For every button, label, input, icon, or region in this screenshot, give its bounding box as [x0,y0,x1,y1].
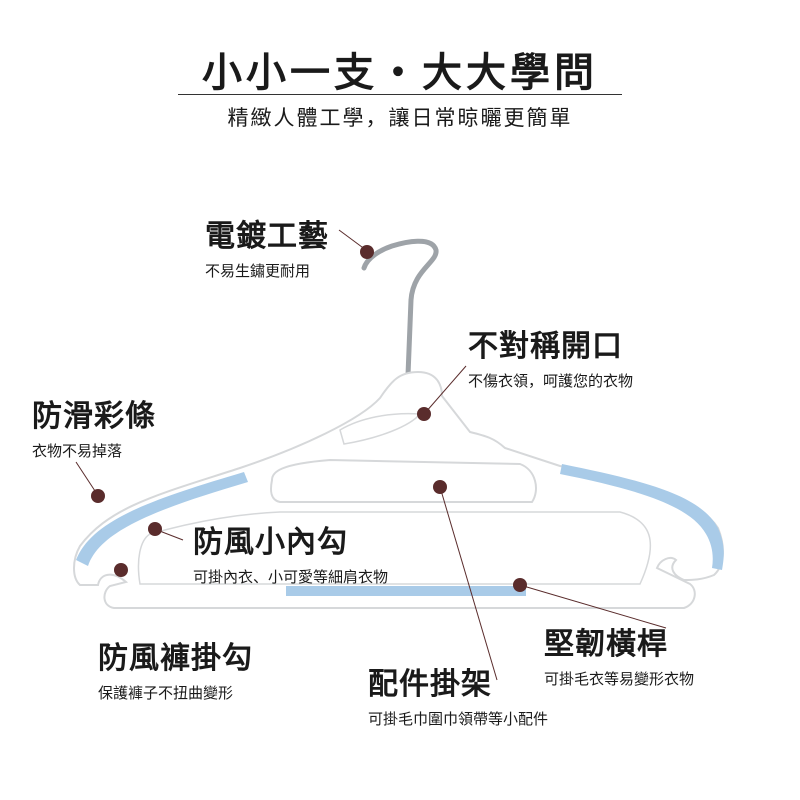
marker-asymmetric [417,407,431,421]
leader-plating [338,229,367,251]
feature-title: 配件掛架 [368,667,492,702]
feature-antislip: 防滑彩條 衣物不易掉落 [32,398,156,462]
hanger-hook [361,238,439,378]
feature-title: 防風褲掛勾 [98,641,253,676]
feature-plating: 電鍍工藝 不易生鏽更耐用 [205,218,329,282]
feature-desc: 保護褲子不扭曲變形 [98,684,234,702]
feature-accessory: 配件掛架 可掛毛巾圍巾領帶等小配件 [368,666,548,730]
feature-desc: 不傷衣領，呵護您的衣物 [468,372,634,390]
marker-innerhook [148,522,162,536]
grip-stripe-right [560,464,724,570]
feature-desc: 可掛毛衣等易變形衣物 [544,670,695,688]
page-subtitle: 精緻人體工學，讓日常晾曬更簡單 [227,106,573,130]
feature-title: 不對稱開口 [468,329,623,364]
page-title: 小小一支・大大學問 [202,49,598,96]
marker-crossbar [513,578,527,592]
feature-asymmetric: 不對稱開口 不傷衣領，呵護您的衣物 [468,328,633,392]
marker-plating [360,245,374,259]
feature-innerhook: 防風小內勾 可掛內衣、小可愛等細肩衣物 [193,524,388,588]
marker-pantshook [114,563,128,577]
feature-pantshook: 防風褲掛勾 保護褲子不扭曲變形 [98,640,253,704]
feature-desc: 可掛毛巾圍巾領帶等小配件 [368,710,549,728]
feature-title: 防滑彩條 [32,399,156,434]
grip-stripe-left [76,472,248,566]
feature-title: 堅韌橫桿 [544,627,668,662]
feature-desc: 衣物不易掉落 [32,442,123,460]
leader-antislip [75,461,98,495]
marker-accessory [433,480,447,494]
leader-crossbar [519,584,667,629]
feature-desc: 不易生鏽更耐用 [205,262,311,280]
hanger-inner-opening [270,458,537,503]
feature-crossbar: 堅韌橫桿 可掛毛衣等易變形衣物 [544,626,694,690]
title-divider [178,94,622,95]
feature-title: 防風小內勾 [193,525,348,560]
feature-desc: 可掛內衣、小可愛等細肩衣物 [193,568,389,586]
hanger-crossbar [137,511,652,585]
leader-asymmetric [424,365,467,414]
grip-stripe-crossbar [286,586,526,596]
leader-accessory [439,486,498,681]
marker-antislip [91,489,105,503]
feature-title: 電鍍工藝 [205,219,329,254]
